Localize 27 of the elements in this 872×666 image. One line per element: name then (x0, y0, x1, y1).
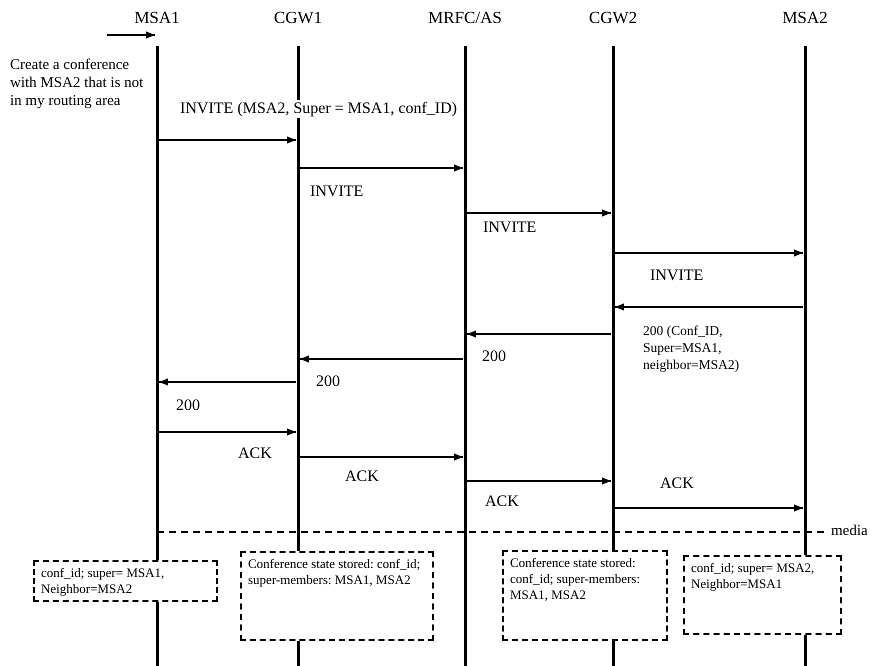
message-arrow (467, 209, 611, 217)
message-label: media (831, 522, 868, 540)
lifeline-header: MSA2 (782, 8, 828, 28)
message-arrow (107, 31, 155, 39)
message-arrow (159, 136, 296, 144)
message-arrow (300, 453, 463, 461)
message-label: INVITE (MSA2, Super = MSA1, conf_ID) (180, 100, 457, 118)
dashed-line (157, 531, 825, 533)
message-arrow (467, 330, 611, 338)
state-note-box: conf_id; super= MSA2, Neighbor=MSA1 (683, 555, 842, 635)
message-arrow (159, 378, 296, 386)
message-arrow (615, 303, 803, 311)
message-arrow (300, 164, 463, 172)
message-arrow (159, 428, 296, 436)
message-arrow (467, 477, 611, 485)
lifeline-header: MRFC/AS (428, 8, 502, 28)
lifeline-header: MSA1 (134, 8, 180, 28)
message-arrow (615, 249, 803, 257)
message-arrow (615, 504, 803, 512)
message-arrow (300, 355, 463, 363)
note-text: Create a conference with MSA2 that is not in my routing area (10, 56, 144, 110)
lifeline-header: CGW1 (274, 8, 322, 28)
lifeline-header: CGW2 (588, 8, 638, 28)
message-label: 200 (Conf_ID, Super=MSA1, neighbor=MSA2) (643, 322, 740, 373)
state-note-box: Conference state stored: conf_id; super-members: MSA1, MSA2 (240, 551, 434, 641)
state-note-box: conf_id; super= MSA1, Neighbor=MSA2 (33, 560, 218, 602)
state-note-box: Conference state stored: conf_id; super-members: MSA1, MSA2 (502, 550, 668, 641)
